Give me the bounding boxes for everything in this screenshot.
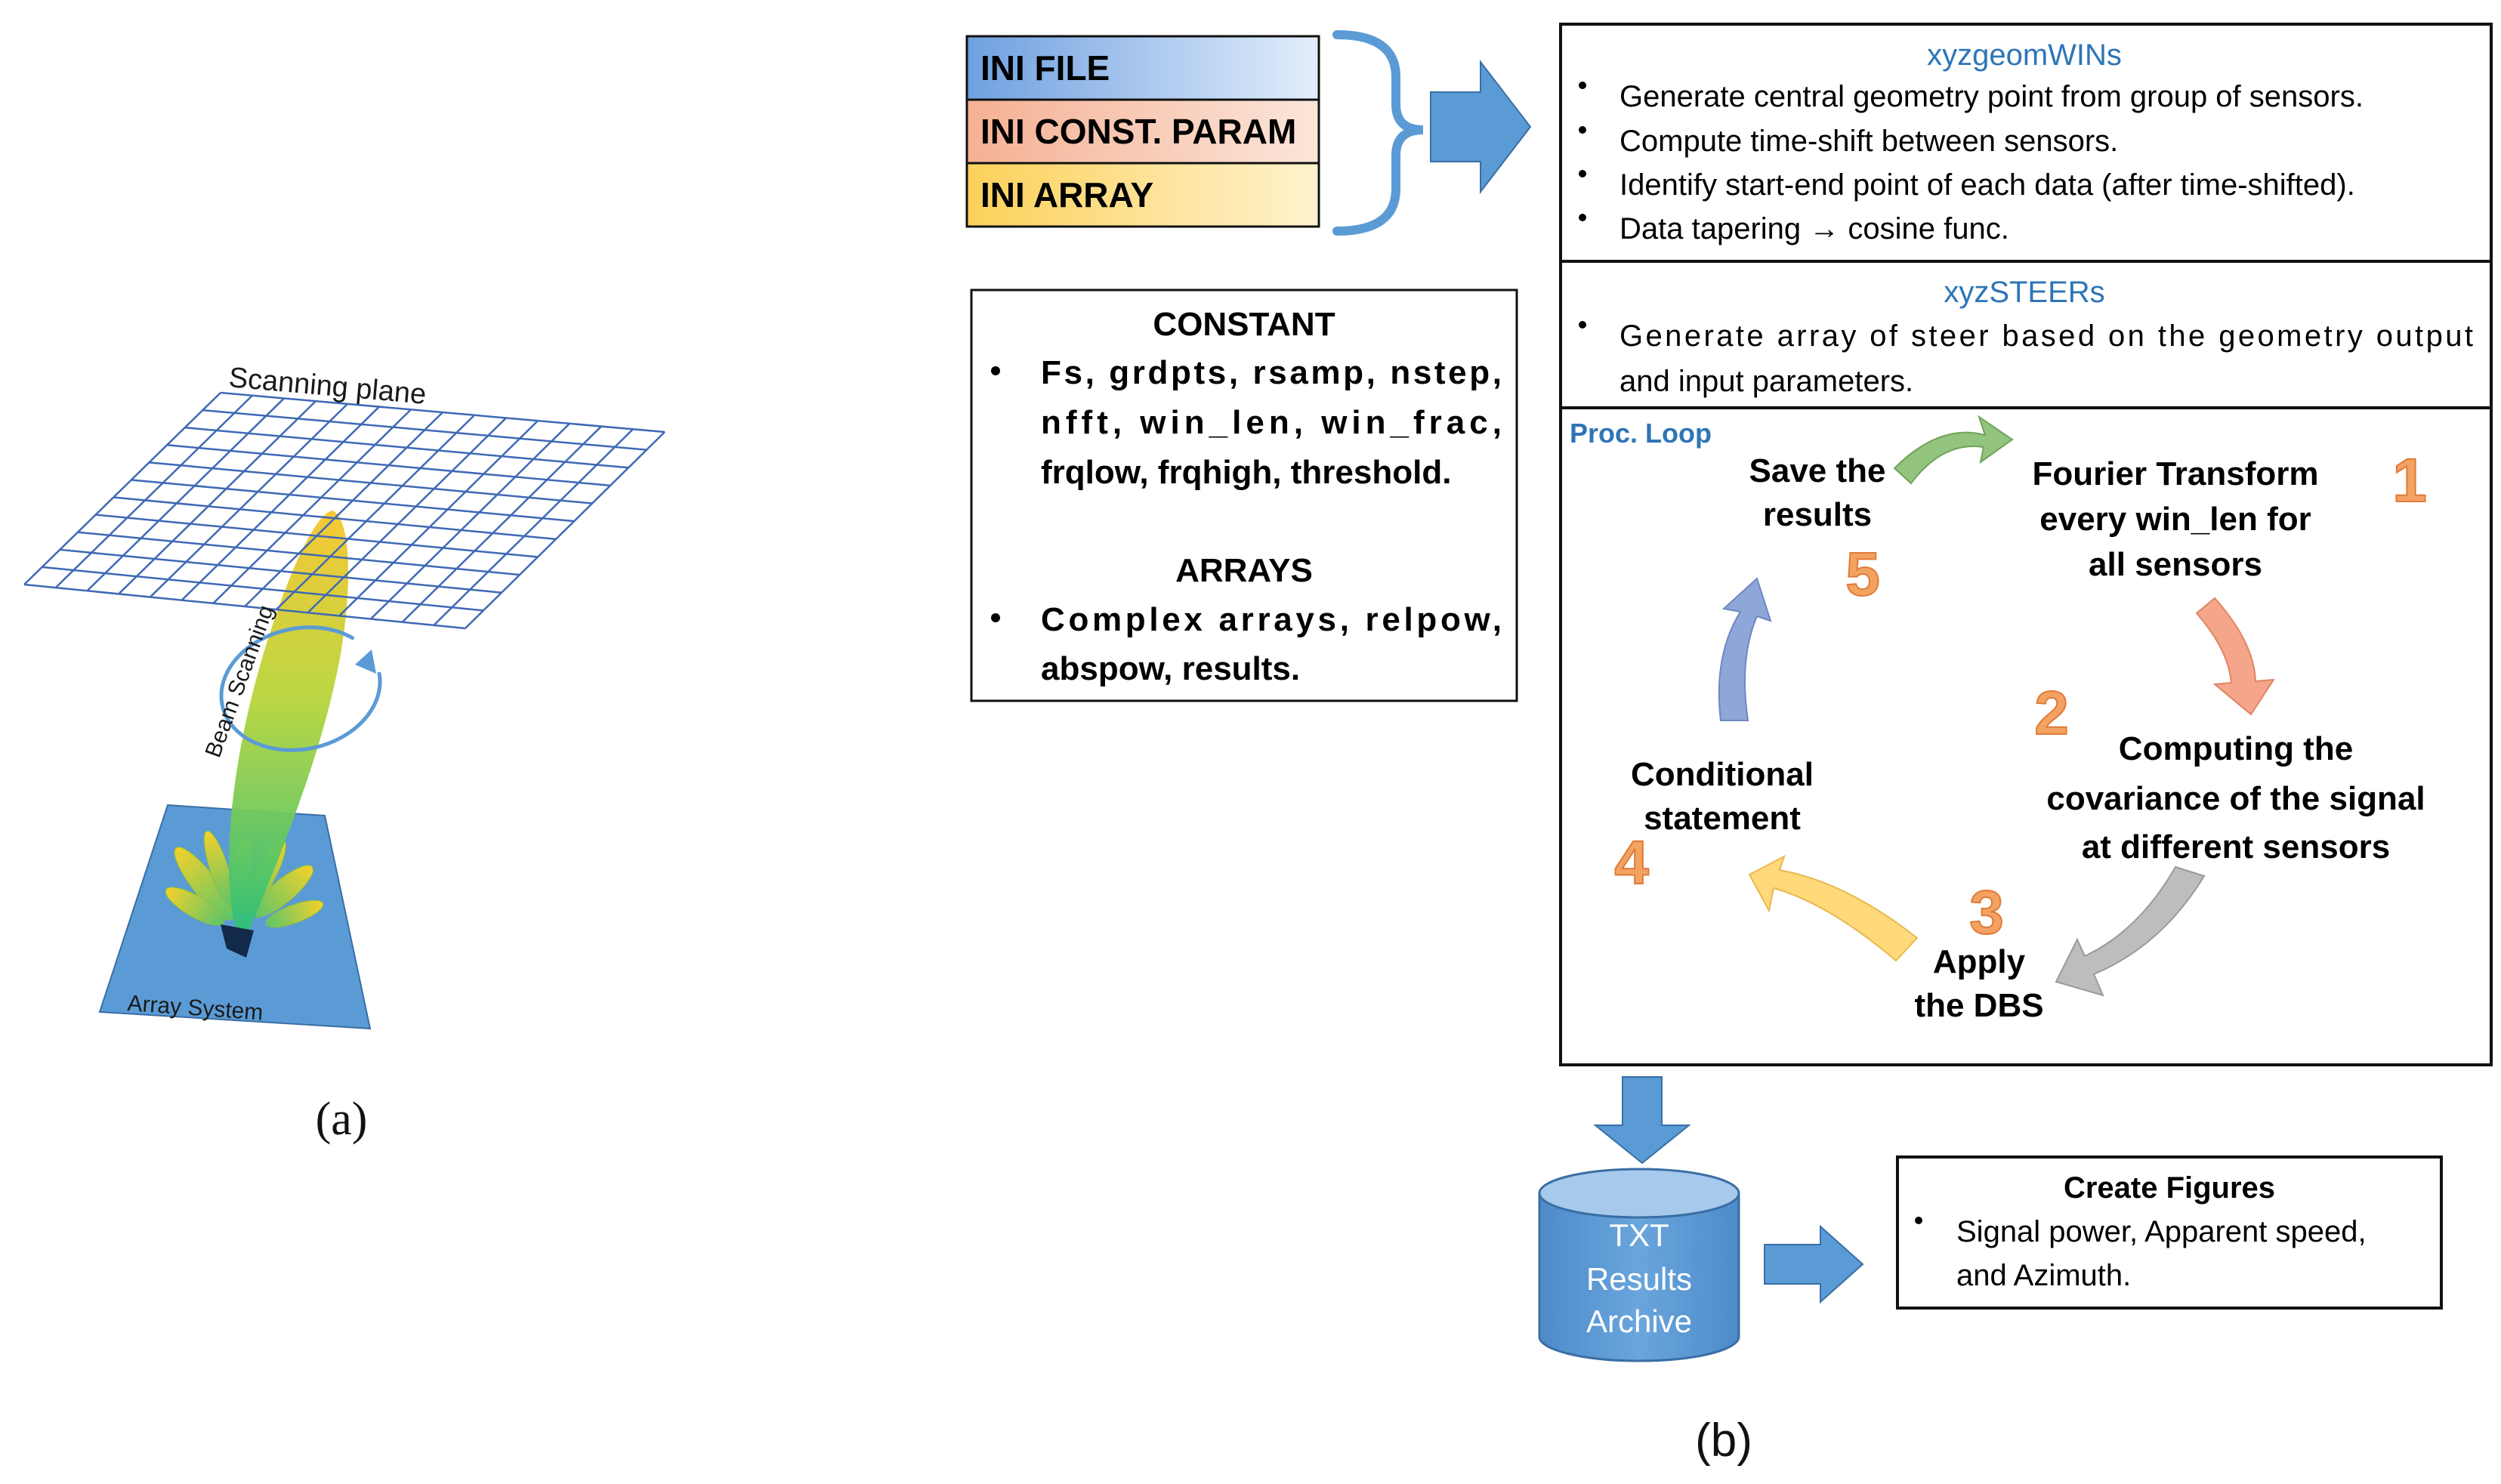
steer-line-1: Generate array of steer based on the geo… xyxy=(1619,319,2473,353)
grid-line xyxy=(95,514,539,558)
archive-line-3: Archive xyxy=(1586,1304,1692,1339)
grid-line xyxy=(149,461,593,504)
arrow-dbs-to-cond xyxy=(1748,854,1919,962)
steer-title: xyzSTEERs xyxy=(1944,276,2104,309)
grid-line xyxy=(202,409,647,451)
ini-file-label: INI FILE xyxy=(980,48,1110,88)
grid-line xyxy=(113,496,557,541)
step-1-line-3: all sensors xyxy=(2089,546,2262,583)
grid-line xyxy=(60,548,502,594)
grid-line xyxy=(149,403,348,598)
proc-loop-box: Proc. Loop 1 Fourier Transform every win… xyxy=(1559,406,2493,1066)
curly-brace xyxy=(1332,30,1424,236)
grid-line xyxy=(118,400,316,595)
grid-line xyxy=(166,444,611,487)
step-3-line-2: the DBS xyxy=(1914,987,2043,1024)
grid-line xyxy=(244,412,443,607)
grid-line xyxy=(23,583,466,630)
archive-line-2: Results xyxy=(1586,1261,1692,1297)
grid-line xyxy=(131,479,575,523)
geom-bullet-4: Data tapering → cosine func. xyxy=(1619,212,2009,245)
step-1-number: 1 xyxy=(2392,446,2427,515)
scanning-plane-grid xyxy=(23,391,665,630)
grid-line xyxy=(42,566,484,612)
ini-array-box xyxy=(965,162,1320,228)
arrow-save-to-fourier xyxy=(1893,415,2014,485)
figures-title: Create Figures xyxy=(2064,1171,2275,1205)
geom-title: xyzgeomWINs xyxy=(1927,39,2122,72)
scanning-plane-label: Scanning plane xyxy=(227,362,428,411)
main-beam xyxy=(229,511,349,930)
arrays-title: ARRAYS xyxy=(1175,552,1313,589)
step-5-number: 5 xyxy=(1845,540,1880,609)
arrow-to-figures xyxy=(1764,1224,1864,1304)
geom-bullet-1: Generate central geometry point from gro… xyxy=(1619,80,2364,113)
grid-line xyxy=(23,392,221,585)
grid-line xyxy=(401,425,602,623)
steer-box: xyzSTEERs Generate array of steer based … xyxy=(1559,260,2493,409)
step-1-line-1: Fourier Transform xyxy=(2033,455,2319,492)
step-4-number: 4 xyxy=(1614,828,1649,897)
panel-a: Array System Scanning plane Beam Scannin… xyxy=(23,362,665,1145)
arrow-to-archive xyxy=(1593,1076,1691,1165)
geom-bullet-3: Identify start-end point of each data (a… xyxy=(1619,168,2355,202)
grid-line xyxy=(433,428,634,626)
steer-line-2: and input parameters. xyxy=(1619,365,1913,398)
grid-line xyxy=(275,414,475,611)
archive-cylinder: TXT Results Archive xyxy=(1538,1168,1740,1362)
geom-bullet-2: Compute time-shift between sensors. xyxy=(1619,125,2118,158)
figures-box: Create Figures Signal power, Apparent sp… xyxy=(1896,1155,2443,1310)
step-4-line-1: Conditional xyxy=(1631,756,1814,793)
grid-line xyxy=(338,420,539,617)
grid-line xyxy=(86,397,285,592)
beam-scanning-arrowhead xyxy=(355,649,376,674)
geom-box: xyzgeomWINs Generate central geometry po… xyxy=(1559,23,2493,263)
grid-line xyxy=(465,431,665,629)
step-1-line-2: every win_len for xyxy=(2039,501,2311,538)
ini-const-box xyxy=(965,98,1320,165)
constant-line-3: frqlow, frqhigh, threshold. xyxy=(1041,454,1451,491)
grid-line xyxy=(181,406,380,601)
figures-line-2: and Azimuth. xyxy=(1956,1259,2131,1292)
step-2-line-1: Computing the xyxy=(2119,730,2353,767)
array-element xyxy=(221,924,254,958)
beam-scanning-ellipse xyxy=(219,625,382,752)
ini-file-box xyxy=(965,35,1320,101)
constant-box: CONSTANT Fs, grdpts, rsamp, nstep, nfft,… xyxy=(970,288,1518,702)
step-2-line-2: covariance of the signal xyxy=(2046,780,2425,817)
grid-line xyxy=(77,531,520,576)
constant-title: CONSTANT xyxy=(1153,306,1335,343)
ini-array-label: INI ARRAY xyxy=(980,175,1153,214)
arrow-fourier-to-cov xyxy=(2195,597,2275,716)
archive-line-1: TXT xyxy=(1609,1217,1669,1253)
arrow-cond-to-save xyxy=(1718,577,1772,721)
grid-line xyxy=(220,391,665,433)
grid-line xyxy=(54,394,253,589)
step-3-line-1: Apply xyxy=(1933,943,2026,980)
constant-line-1: Fs, grdpts, rsamp, nstep, xyxy=(1041,354,1502,391)
grid-line xyxy=(212,409,412,604)
step-5-line-1: Save the xyxy=(1749,452,1886,489)
step-4-line-2: statement xyxy=(1644,800,1801,837)
arrow-cov-to-dbs xyxy=(2055,865,2206,997)
caption-a: (a) xyxy=(316,1094,368,1145)
ini-stack: INI FILE INI CONST. PARAM INI ARRAY xyxy=(965,35,1320,228)
panel-b: INI FILE INI CONST. PARAM INI ARRAY CONS… xyxy=(965,23,2493,1467)
ini-const-label: INI CONST. PARAM xyxy=(980,112,1296,151)
proc-loop-label: Proc. Loop xyxy=(1570,418,1712,449)
step-3-number: 3 xyxy=(1969,878,2004,947)
step-2-number: 2 xyxy=(2034,679,2069,748)
arrays-line-2: abspow, results. xyxy=(1041,650,1300,687)
grid-line xyxy=(184,426,629,469)
arrow-to-geom xyxy=(1430,60,1532,194)
step-2-line-3: at different sensors xyxy=(2082,828,2390,865)
grid-line xyxy=(307,417,507,614)
caption-b: (b) xyxy=(1695,1415,1752,1467)
grid-line xyxy=(369,422,570,620)
step-5-line-2: results xyxy=(1763,496,1872,533)
figures-line-1: Signal power, Apparent speed, xyxy=(1956,1215,2367,1248)
